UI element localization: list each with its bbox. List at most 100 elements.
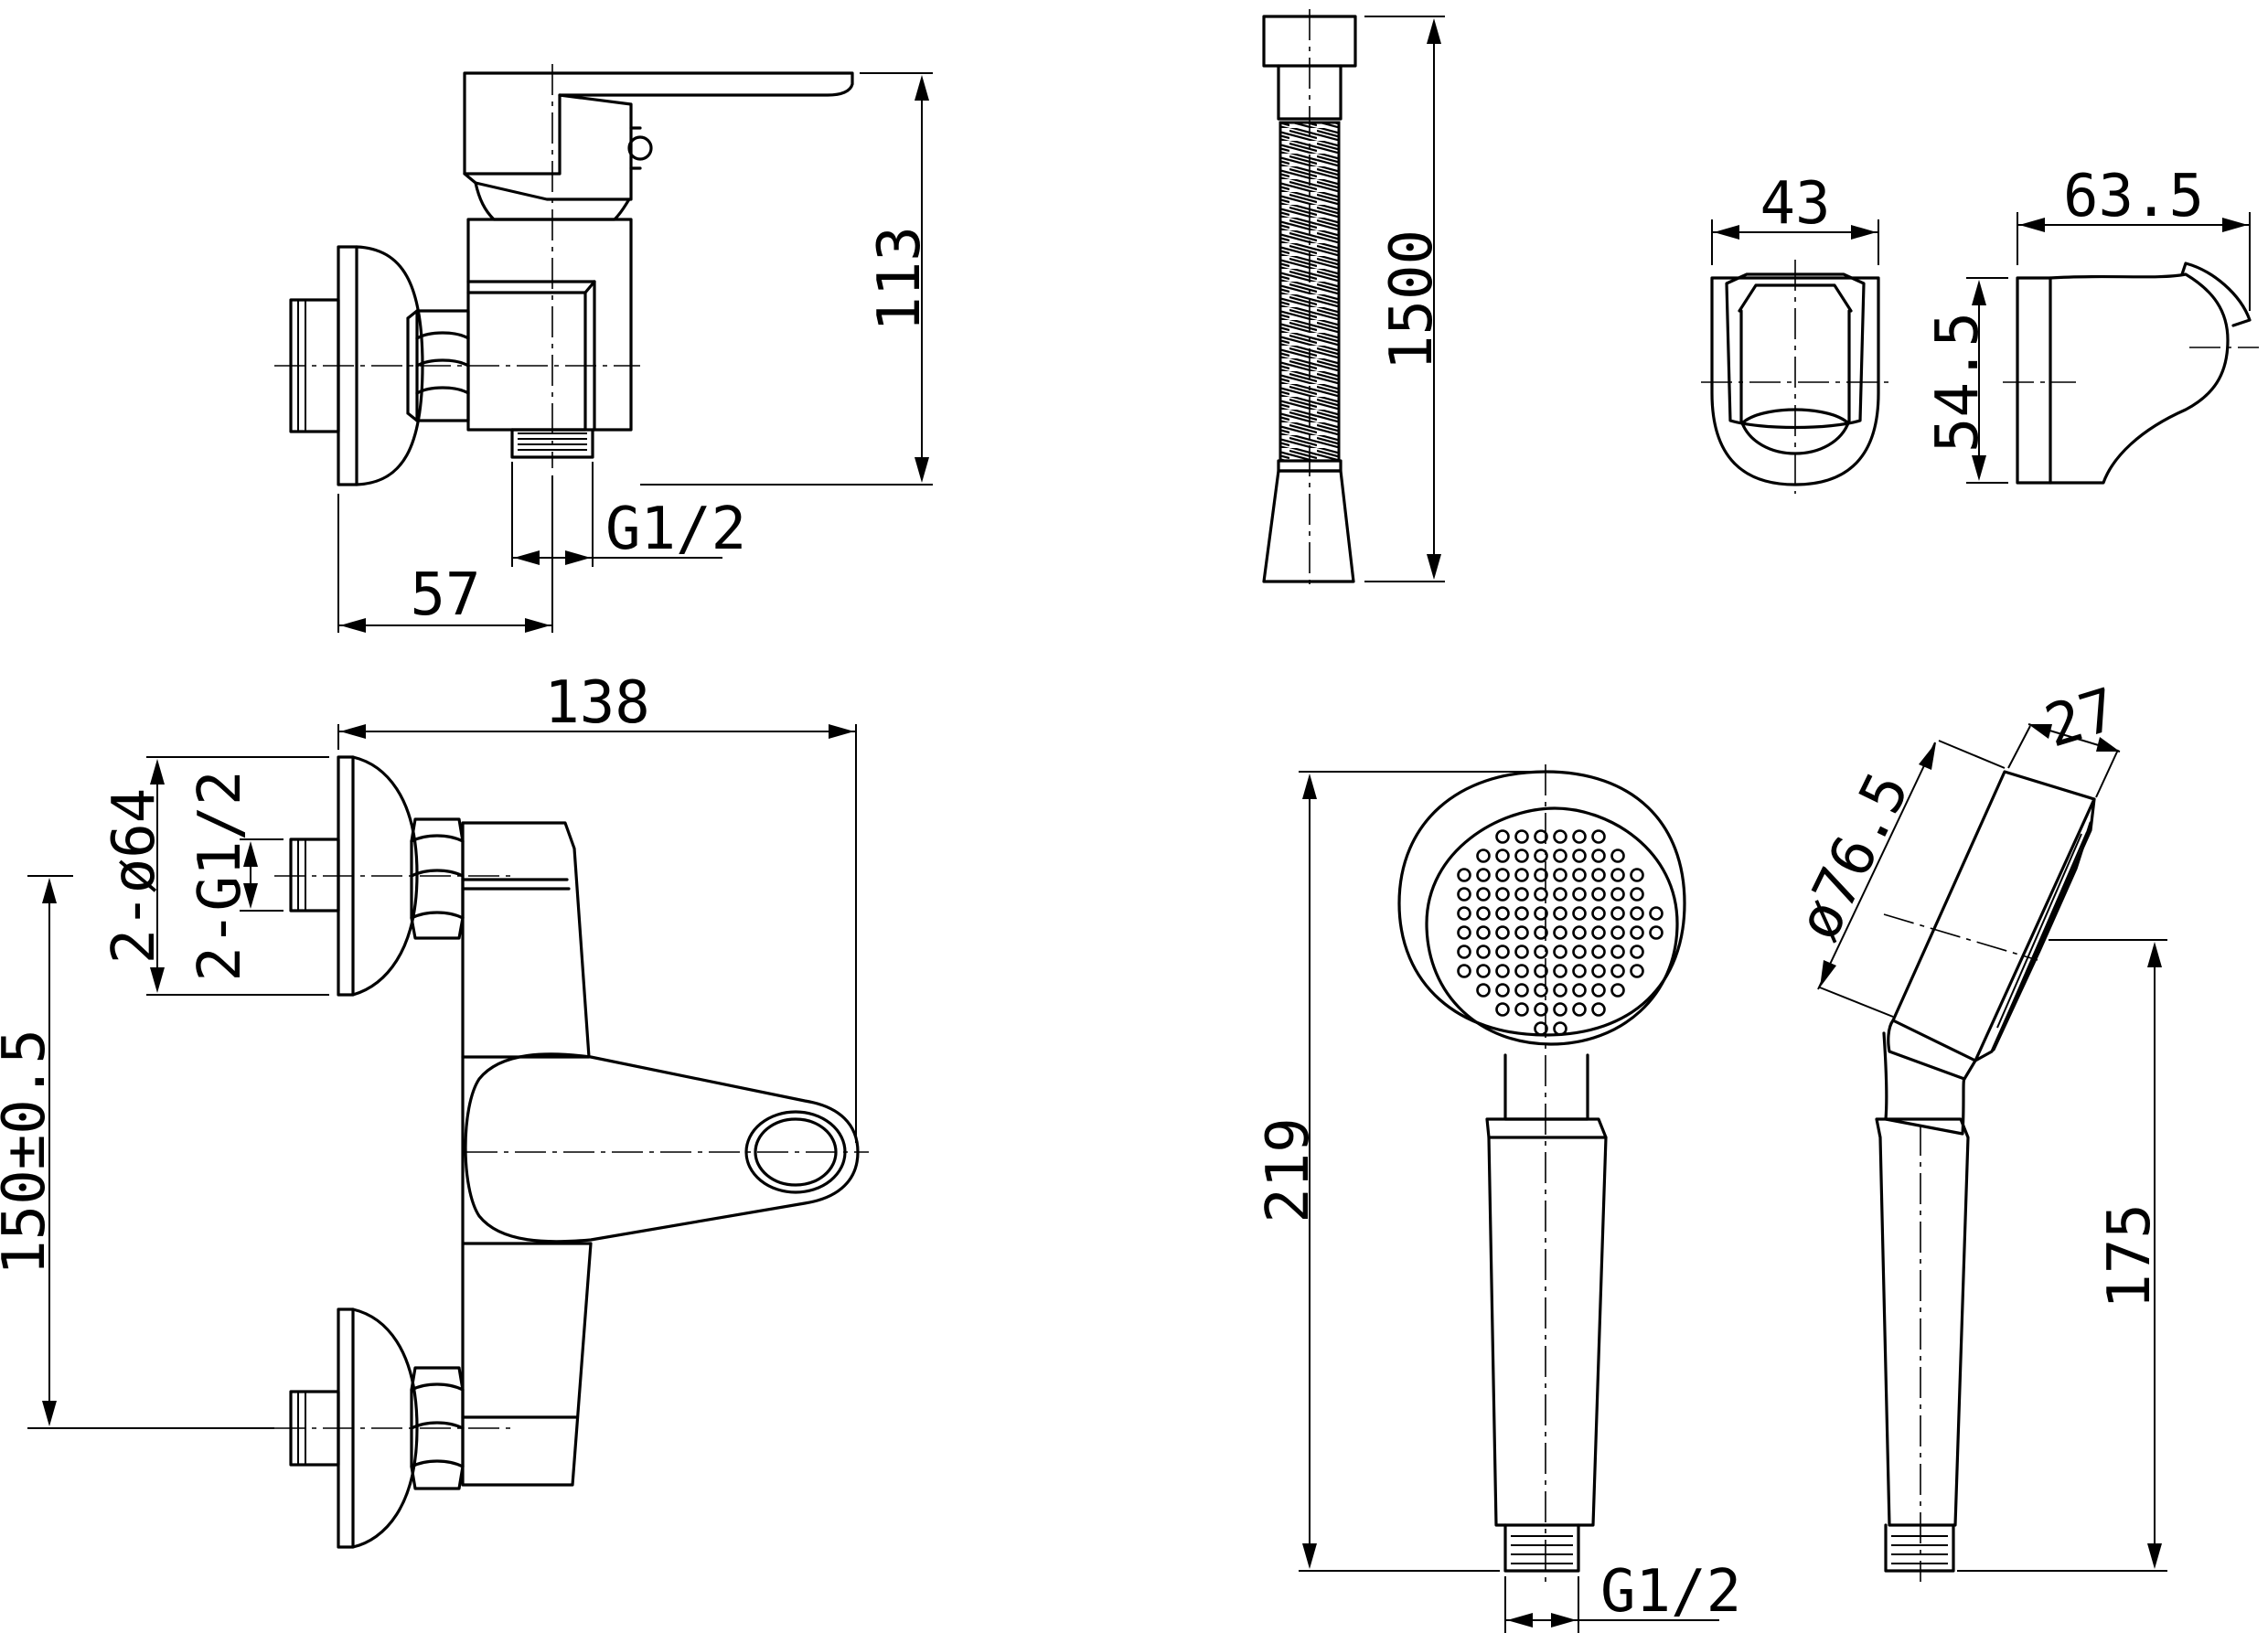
nozzle-hole	[1495, 925, 1510, 940]
dim-flange-diameter: 2-ø64	[101, 788, 168, 965]
nozzle-hole	[1553, 945, 1567, 959]
nozzle-hole	[1476, 906, 1491, 921]
dim-handshower-thread: G1/2	[1600, 1558, 1741, 1626]
nozzle-hole	[1553, 1021, 1567, 1036]
dim-hose-length: 1500	[1378, 229, 1446, 370]
nozzle-hole	[1514, 964, 1529, 978]
nozzle-hole	[1495, 964, 1510, 978]
nozzle-hole	[1591, 829, 1606, 844]
dim-inlet-thread: 2-G1/2	[187, 770, 254, 981]
nozzle-hole	[1495, 983, 1510, 998]
holder-side-view: 63.5 54.5	[1924, 163, 2259, 485]
nozzle-hole	[1610, 887, 1625, 902]
nozzle-hole	[1591, 983, 1606, 998]
dim-inlet-spacing: 150±0.5	[0, 1029, 59, 1275]
nozzle-hole	[1610, 925, 1625, 940]
nozzle-hole	[1610, 945, 1625, 959]
nozzle-hole	[1534, 829, 1548, 844]
nozzle-hole	[1649, 925, 1664, 940]
nozzle-hole	[1514, 925, 1529, 940]
holder-front-view: 43	[1701, 170, 1889, 494]
dim-wall-to-outlet: 57	[410, 561, 480, 629]
nozzle-hole	[1572, 945, 1587, 959]
nozzle-hole	[1514, 1002, 1529, 1017]
mixer-side-view: 113 G1/2 57	[274, 64, 934, 633]
dim-handshower-length: 219	[1255, 1117, 1322, 1223]
nozzle-hole	[1495, 849, 1510, 863]
nozzle-hole	[1534, 925, 1548, 940]
mixer-front-view: 138 2-ø64 2-G1/2 150±0.5	[0, 669, 869, 1549]
nozzle-hole	[1630, 887, 1644, 902]
nozzle-hole	[1495, 945, 1510, 959]
nozzle-hole	[1476, 849, 1491, 863]
nozzle-hole	[1534, 964, 1548, 978]
nozzle-hole	[1630, 868, 1644, 882]
handshower-side-view: 175 ø76.5 27	[1785, 676, 2167, 1582]
nozzle-hole	[1534, 945, 1548, 959]
nozzle-hole	[1514, 887, 1529, 902]
nozzle-hole	[1476, 868, 1491, 882]
nozzle-hole	[1514, 849, 1529, 863]
nozzle-hole	[1630, 945, 1644, 959]
nozzle-hole	[1457, 868, 1471, 882]
nozzle-hole	[1572, 1002, 1587, 1017]
nozzle-hole	[1630, 925, 1644, 940]
shower-hose: 1500	[1262, 9, 1446, 585]
nozzle-hole	[1476, 945, 1491, 959]
nozzle-hole	[1514, 983, 1529, 998]
nozzle-hole	[1495, 887, 1510, 902]
nozzle-hole	[1572, 964, 1587, 978]
handshower-front-view: 219 G1/2	[1255, 764, 1741, 1633]
nozzle-hole	[1553, 906, 1567, 921]
nozzle-hole	[1572, 983, 1587, 998]
nozzle-hole	[1572, 849, 1587, 863]
nozzle-hole	[1591, 906, 1606, 921]
dim-holder-side-width: 63.5	[2063, 163, 2204, 230]
nozzle-hole	[1457, 887, 1471, 902]
nozzle-hole	[1553, 868, 1567, 882]
nozzle-hole	[1610, 849, 1625, 863]
nozzle-hole	[1457, 906, 1471, 921]
nozzle-hole	[1553, 829, 1567, 844]
nozzle-hole	[1534, 849, 1548, 863]
nozzle-hole	[1457, 925, 1471, 940]
nozzle-hole	[1572, 906, 1587, 921]
dim-handle-length: 175	[2096, 1203, 2164, 1309]
nozzle-hole	[1630, 964, 1644, 978]
nozzle-hole	[1495, 1002, 1510, 1017]
dim-outlet-thread-top: G1/2	[605, 496, 746, 563]
dim-head-diameter: ø76.5	[1785, 763, 1923, 951]
nozzle-hole	[1534, 887, 1548, 902]
nozzle-hole	[1591, 964, 1606, 978]
nozzle-hole	[1591, 925, 1606, 940]
nozzle-hole	[1514, 829, 1529, 844]
nozzle-hole	[1591, 1002, 1606, 1017]
nozzle-hole	[1534, 1002, 1548, 1017]
nozzle-hole	[1591, 887, 1606, 902]
nozzle-hole	[1553, 983, 1567, 998]
nozzle-hole	[1476, 964, 1491, 978]
nozzle-hole	[1534, 906, 1548, 921]
spray-nozzles	[1457, 829, 1664, 1036]
nozzle-hole	[1476, 887, 1491, 902]
nozzle-hole	[1591, 849, 1606, 863]
nozzle-hole	[1495, 829, 1510, 844]
nozzle-hole	[1610, 868, 1625, 882]
nozzle-hole	[1630, 906, 1644, 921]
dim-overall-width: 138	[544, 669, 650, 737]
nozzle-hole	[1457, 945, 1471, 959]
nozzle-hole	[1649, 906, 1664, 921]
nozzle-hole	[1572, 829, 1587, 844]
dim-holder-front-width: 43	[1760, 170, 1830, 238]
nozzle-hole	[1534, 868, 1548, 882]
nozzle-hole	[1495, 868, 1510, 882]
nozzle-hole	[1572, 887, 1587, 902]
nozzle-hole	[1476, 925, 1491, 940]
dim-holder-side-height: 54.5	[1924, 312, 1992, 453]
nozzle-hole	[1572, 925, 1587, 940]
nozzle-hole	[1476, 983, 1491, 998]
nozzle-hole	[1610, 906, 1625, 921]
nozzle-hole	[1495, 906, 1510, 921]
nozzle-hole	[1514, 906, 1529, 921]
